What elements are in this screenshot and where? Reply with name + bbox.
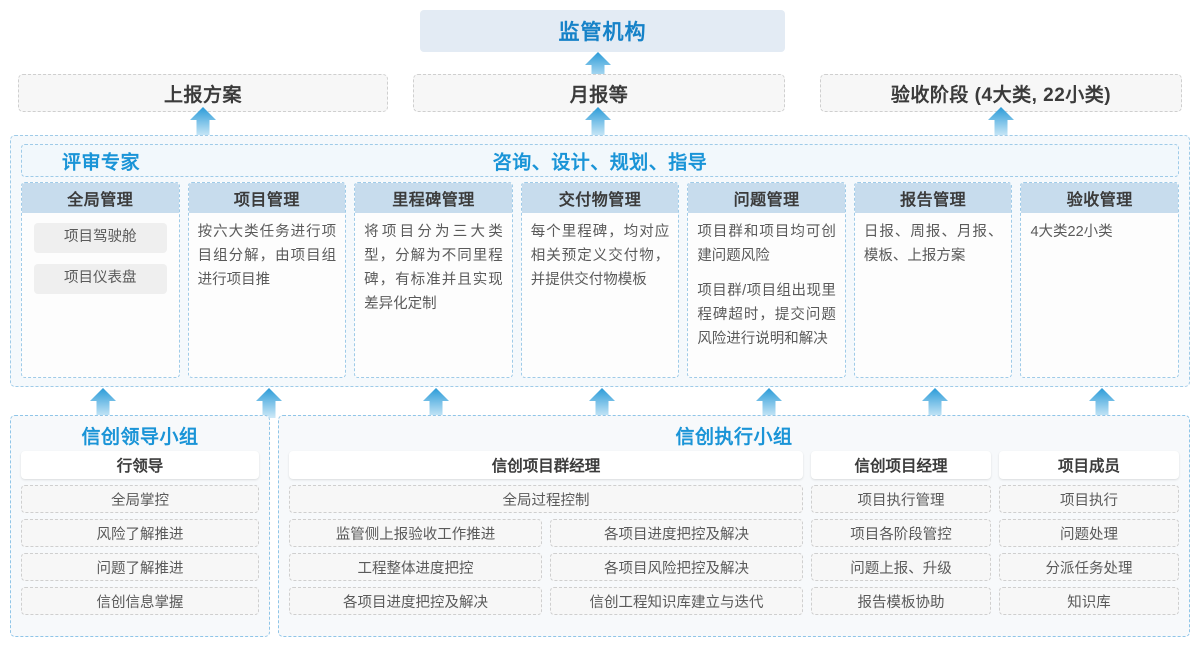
card-paragraph: 项目群和项目均可创建问题风险	[697, 224, 836, 264]
card-report-management[interactable]: 报告管理 日报、周报、月报、模板、上报方案	[853, 182, 1013, 378]
task-item[interactable]: 信创工程知识库建立与迭代	[550, 587, 803, 615]
role-bank-leader[interactable]: 行领导	[21, 451, 259, 479]
task-item[interactable]: 各项目风险把控及解决	[550, 553, 803, 581]
program-manager-left-tasks: 监管侧上报验收工作推进 工程整体进度把控 各项目进度把控及解决	[289, 519, 542, 615]
task-item[interactable]: 分派任务处理	[999, 553, 1179, 581]
task-item[interactable]: 各项目进度把控及解决	[550, 519, 803, 547]
card-issue-management[interactable]: 问题管理 项目群和项目均可创建问题风险 项目群/项目组出现里程碑超时，提交问题风…	[687, 182, 846, 378]
task-item[interactable]: 项目各阶段管控	[811, 519, 991, 547]
organization-row: 信创领导小组 行领导 全局掌控 风险了解推进 问题了解推进 信创信息掌握 信创执…	[10, 415, 1190, 637]
pill-item[interactable]: 项目仪表盘	[34, 264, 167, 294]
group-execution: 信创执行小组 信创项目群经理 全局过程控制 监管侧上报验收工作推进 工程整体进度…	[278, 415, 1190, 637]
card-body: 按六大类任务进行项目组分解，由项目组进行项目推	[189, 213, 346, 377]
card-title: 问题管理	[688, 183, 845, 213]
card-deliverable-management[interactable]: 交付物管理 每个里程碑，均对应相关预定义交付物，并提供交付物模板	[520, 182, 680, 378]
card-paragraph: 将项目分为三大类型，分解为不同里程碑，有标准并且实现差异化定制	[364, 224, 503, 312]
role-project-member[interactable]: 项目成员	[999, 451, 1179, 479]
card-milestone-management[interactable]: 里程碑管理 将项目分为三大类型，分解为不同里程碑，有标准并且实现差异化定制	[354, 182, 513, 378]
role-program-manager[interactable]: 信创项目群经理	[289, 451, 803, 479]
card-global-management[interactable]: 全局管理 项目驾驶舱 项目仪表盘	[21, 182, 180, 378]
column-program-manager: 信创项目群经理 全局过程控制 监管侧上报验收工作推进 工程整体进度把控 各项目进…	[289, 451, 803, 626]
arrow-up-icon	[585, 107, 611, 137]
capability-card-list: 全局管理 项目驾驶舱 项目仪表盘 项目管理 按六大类任务进行项目组分解，由项目组…	[21, 182, 1180, 378]
arrow-up-icon	[988, 107, 1014, 137]
consulting-label: 咨询、设计、规划、指导	[492, 152, 708, 173]
program-manager-right-tasks: 各项目进度把控及解决 各项目风险把控及解决 信创工程知识库建立与迭代	[550, 519, 803, 615]
task-item[interactable]: 项目执行管理	[811, 485, 991, 513]
card-title: 全局管理	[22, 183, 179, 213]
column-project-members: 项目成员 项目执行 问题处理 分派任务处理 知识库	[999, 451, 1179, 626]
group-title: 信创领导小组	[81, 427, 199, 448]
task-item[interactable]: 监管侧上报验收工作推进	[289, 519, 542, 547]
task-item[interactable]: 工程整体进度把控	[289, 553, 542, 581]
card-body: 项目群和项目均可创建问题风险 项目群/项目组出现里程碑超时，提交问题风险进行说明…	[688, 213, 845, 377]
card-paragraph: 每个里程碑，均对应相关预定义交付物，并提供交付物模板	[530, 224, 670, 288]
task-item[interactable]: 问题处理	[999, 519, 1179, 547]
group-title: 信创执行小组	[675, 427, 793, 448]
card-body: 项目驾驶舱 项目仪表盘	[22, 213, 179, 377]
arrow-up-icon	[256, 388, 282, 418]
group-leadership: 信创领导小组 行领导 全局掌控 风险了解推进 问题了解推进 信创信息掌握	[10, 415, 270, 637]
task-item[interactable]: 各项目进度把控及解决	[289, 587, 542, 615]
pill-item[interactable]: 项目驾驶舱	[34, 223, 167, 253]
card-paragraph: 按六大类任务进行项目组分解，由项目组进行项目推	[197, 224, 337, 288]
card-body: 将项目分为三大类型，分解为不同里程碑，有标准并且实现差异化定制	[355, 213, 512, 377]
arrow-up-icon	[922, 388, 948, 418]
task-item[interactable]: 全局掌控	[21, 485, 259, 513]
execution-columns: 信创项目群经理 全局过程控制 监管侧上报验收工作推进 工程整体进度把控 各项目进…	[289, 451, 1179, 626]
card-body: 每个里程碑，均对应相关预定义交付物，并提供交付物模板	[522, 213, 679, 377]
column-project-manager: 信创项目经理 项目执行管理 项目各阶段管控 问题上报、升级 报告模板协助	[811, 451, 991, 626]
task-item[interactable]: 项目执行	[999, 485, 1179, 513]
task-item[interactable]: 问题上报、升级	[811, 553, 991, 581]
arrow-up-icon	[90, 388, 116, 418]
card-paragraph: 4大类22小类	[1030, 224, 1113, 240]
regulator-box: 监管机构	[420, 10, 785, 52]
card-body: 日报、周报、月报、模板、上报方案	[855, 213, 1012, 377]
card-title: 项目管理	[188, 183, 346, 213]
card-title: 报告管理	[854, 183, 1012, 213]
task-item[interactable]: 知识库	[999, 587, 1179, 615]
card-title: 交付物管理	[521, 183, 679, 213]
task-item[interactable]: 报告模板协助	[811, 587, 991, 615]
card-paragraph: 日报、周报、月报、模板、上报方案	[863, 224, 1003, 264]
card-title: 验收管理	[1021, 183, 1179, 213]
arrow-up-icon	[190, 107, 216, 137]
report-box-monthly: 月报等	[413, 74, 785, 112]
task-item[interactable]: 全局过程控制	[289, 485, 803, 513]
arrow-up-icon	[589, 388, 615, 418]
task-item[interactable]: 风险了解推进	[21, 519, 259, 547]
card-paragraph: 项目群/项目组出现里程碑超时，提交问题风险进行说明和解决	[697, 282, 836, 347]
program-manager-subcolumns: 监管侧上报验收工作推进 工程整体进度把控 各项目进度把控及解决 各项目进度把控及…	[289, 519, 803, 615]
card-acceptance-management[interactable]: 验收管理 4大类22小类	[1020, 182, 1180, 378]
card-title: 里程碑管理	[355, 183, 512, 213]
task-item[interactable]: 信创信息掌握	[21, 587, 259, 615]
arrow-up-icon	[756, 388, 782, 418]
capability-panel: 评审专家 咨询、设计、规划、指导 全局管理 项目驾驶舱 项目仪表盘 项目管理 按…	[10, 135, 1190, 387]
review-expert-label: 评审专家	[62, 152, 141, 173]
capability-panel-header: 评审专家 咨询、设计、规划、指导	[21, 144, 1179, 177]
card-project-management[interactable]: 项目管理 按六大类任务进行项目组分解，由项目组进行项目推	[187, 182, 347, 378]
card-body: 4大类22小类	[1021, 213, 1178, 377]
arrow-up-icon	[423, 388, 449, 418]
role-project-manager[interactable]: 信创项目经理	[811, 451, 991, 479]
task-item[interactable]: 问题了解推进	[21, 553, 259, 581]
arrow-up-icon	[1089, 388, 1115, 418]
